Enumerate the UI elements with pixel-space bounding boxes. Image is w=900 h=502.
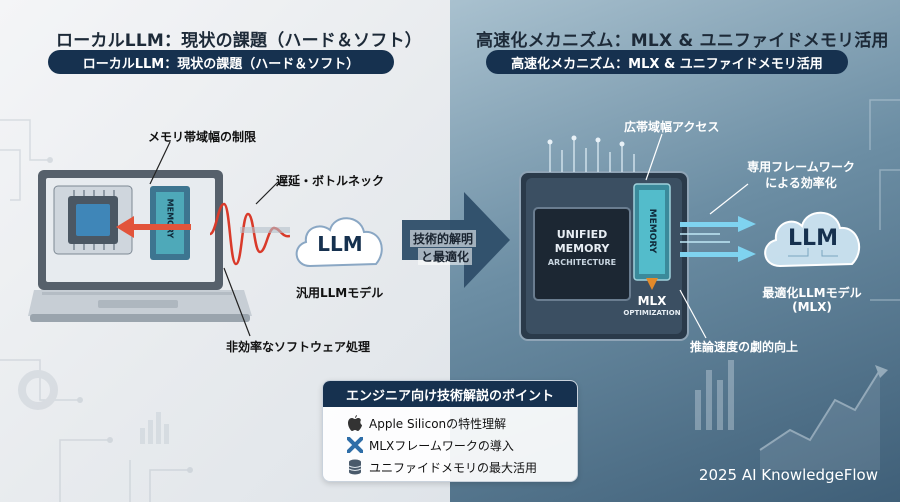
label-generic-model: 汎用LLMモデル	[296, 286, 384, 300]
info-item-apple: Apple Siliconの特性理解	[323, 412, 577, 434]
latency-wave	[210, 202, 290, 266]
apple-icon	[347, 415, 363, 431]
label-optimized-1: 最適化LLMモデル	[762, 286, 862, 300]
right-title-pill: 高速化メカニズム：MLX & ユニファイドメモリ活用	[486, 50, 848, 74]
label-memory-limit: メモリ帯域幅の制限	[148, 130, 257, 144]
pointer-speedup	[679, 289, 707, 339]
unified-memory-chip	[533, 207, 631, 301]
mlx-x-icon	[347, 437, 363, 453]
llm-cloud-right-text: LLM	[788, 226, 838, 251]
chip-line-architecture: ARCHITECTURE	[547, 258, 617, 267]
left-title: ローカルLLM：現状の課題（ハード＆ソフト）	[56, 31, 422, 51]
pointer-framework	[709, 183, 749, 215]
transition-text-2: と最適化	[418, 248, 473, 265]
label-framework-2: による効率化	[765, 176, 837, 190]
board-traces	[547, 135, 635, 172]
memory-module-left	[150, 186, 190, 260]
info-box-title: エンジニア向け技術解説のポイント	[323, 381, 577, 407]
label-speedup: 推論速度の劇的向上	[690, 340, 799, 354]
info-item-apple-text: Apple Siliconの特性理解	[369, 416, 507, 431]
transition-text-1: 技術的解明	[410, 230, 477, 247]
info-item-memory: ユニファイドメモリの最大活用	[323, 456, 577, 478]
pointer-inefficient	[223, 267, 251, 337]
database-icon	[347, 459, 363, 475]
footer-credit: 2025 AI KnowledgeFlow	[698, 466, 878, 484]
engineer-points-box: エンジニア向け技術解説のポイント Apple Siliconの特性理解 MLXフ…	[322, 380, 578, 482]
right-circuit-decoration	[695, 99, 900, 470]
pointer-latency	[255, 181, 279, 205]
chip-line-unified: UNIFIED	[556, 228, 608, 241]
mlx-sub-label: OPTIMIZATION	[623, 309, 681, 317]
label-framework-1: 専用フレームワーク	[747, 160, 855, 174]
label-latency: 遅延・ボトルネック	[276, 174, 385, 188]
pointer-memory-limit	[149, 141, 171, 185]
left-circuit-decoration	[0, 119, 193, 502]
left-title-pill: ローカルLLM：現状の課題（ハード＆ソフト）	[48, 50, 394, 74]
mlx-label: MLX	[637, 294, 667, 308]
llm-cloud-left	[295, 217, 383, 268]
memory-label-right: MEMORY	[647, 208, 657, 254]
label-inefficient-software: 非効率なソフトウェア処理	[226, 340, 371, 354]
memory-module-right	[633, 183, 671, 290]
bandwidth-arrows	[680, 216, 756, 262]
info-item-mlx: MLXフレームワークの導入	[323, 434, 577, 456]
chip-line-memory: MEMORY	[554, 242, 610, 255]
llm-cloud-right	[764, 211, 861, 268]
pointer-bandwidth	[645, 133, 663, 181]
info-item-memory-text: ユニファイドメモリの最大活用	[369, 460, 538, 475]
bottleneck-arrow	[116, 216, 191, 238]
label-optimized-2: (MLX)	[792, 300, 832, 314]
info-item-mlx-text: MLXフレームワークの導入	[369, 438, 514, 453]
llm-cloud-left-text: LLM	[317, 232, 363, 256]
right-title: 高速化メカニズム：MLX & ユニファイドメモリ活用	[476, 31, 889, 51]
label-bandwidth: 広帯域幅アクセス	[624, 120, 720, 134]
